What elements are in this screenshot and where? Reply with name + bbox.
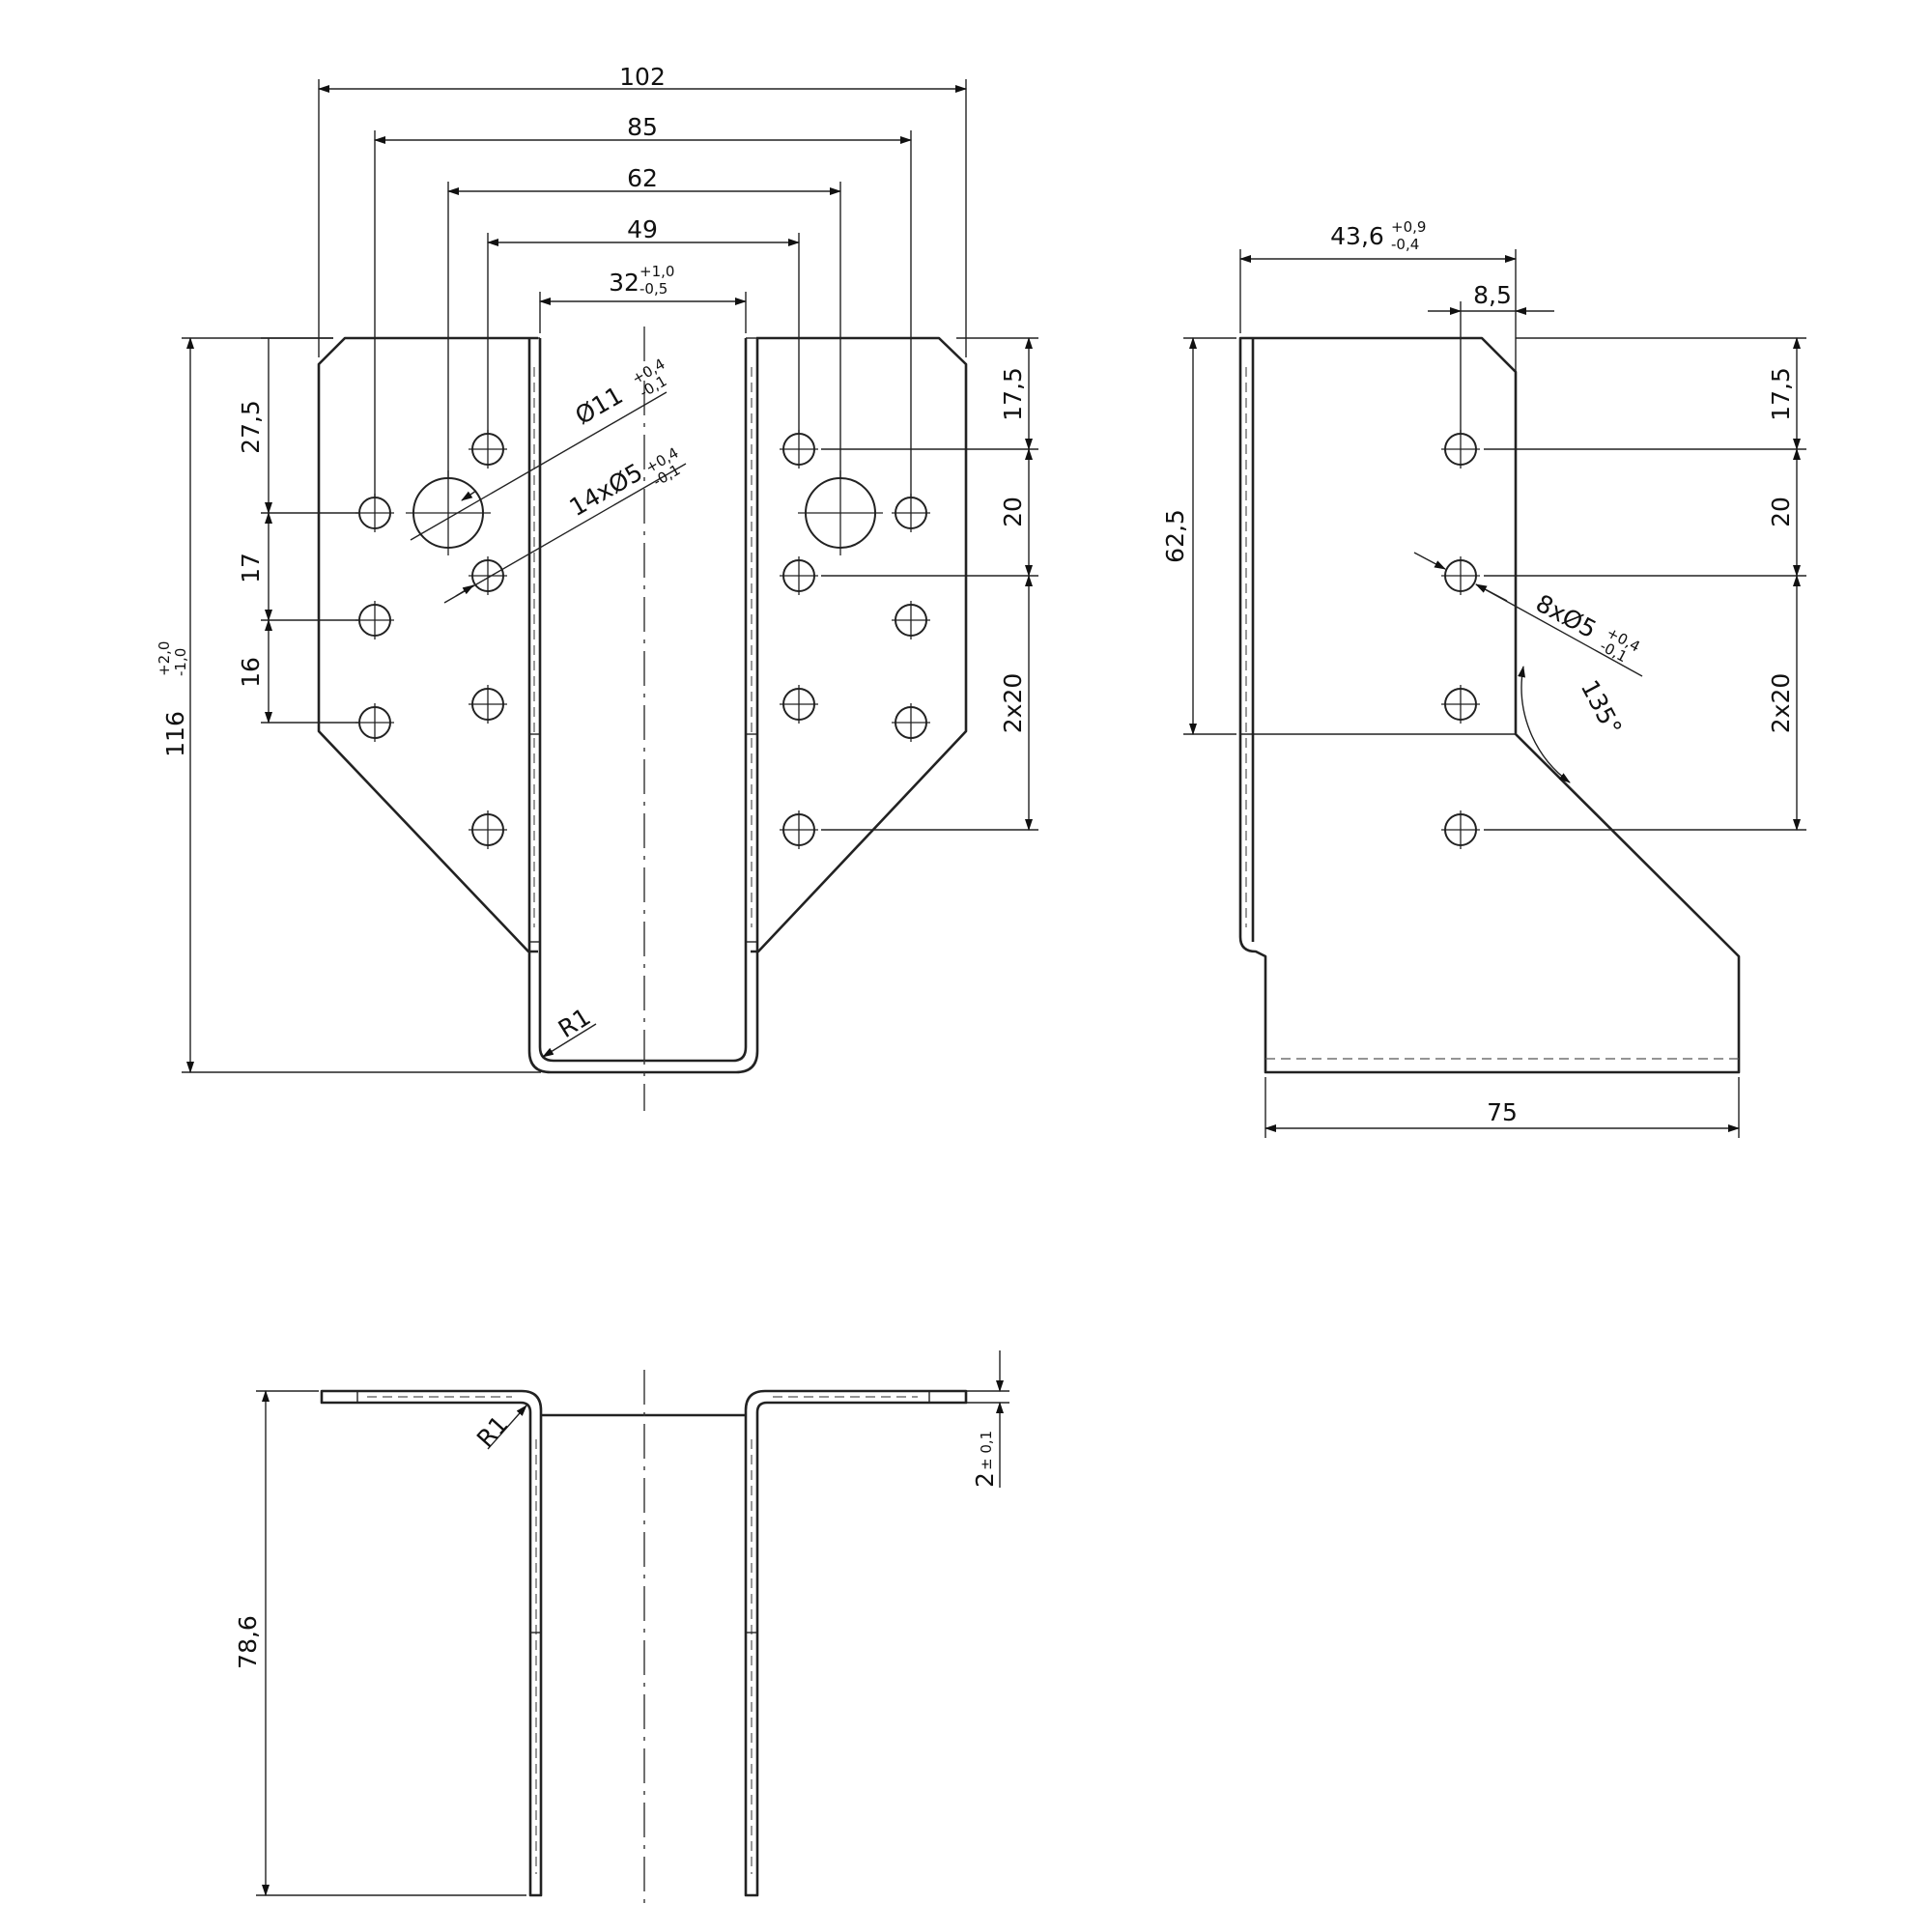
side-dim-20: 20 (1767, 497, 1795, 527)
dim-27-5: 27,5 (237, 400, 265, 454)
side-right-vertical-dims: 17,5 20 2x20 (1484, 337, 1806, 831)
side-width-tol-upper: +0,9 (1391, 218, 1426, 236)
dim-17-5: 17,5 (999, 367, 1027, 421)
front-u-channel (527, 338, 759, 1074)
side-angle-label: 135° (1576, 675, 1628, 740)
dim-116-tol-upper: +2,0 (156, 641, 173, 676)
dim-32-tol-upper: +1,0 (639, 263, 674, 280)
front-left-wing (317, 336, 538, 953)
dim-102: 102 (619, 63, 666, 91)
front-left-vertical-dims: 27,5 17 16 (237, 337, 359, 724)
side-height-dim: 62,5 (1161, 337, 1236, 735)
top-profile (320, 1389, 543, 1897)
dim-116-tol-lower: -1,0 (172, 648, 189, 676)
side-dim-2x20: 2x20 (1767, 673, 1795, 734)
top-thickness-dim: 2 ± 0,1 (966, 1350, 1009, 1488)
large-hole-label: Ø11 (571, 381, 628, 430)
dim-116: 116 (161, 711, 189, 757)
top-height-dim: 78,6 (234, 1390, 526, 1896)
front-width-dims: 102 85 62 49 32 +1,0 -0,5 (318, 63, 967, 497)
dim-49: 49 (627, 215, 658, 243)
side-view: 43,6 +0,9 -0,4 8,5 62,5 17,5 (1161, 218, 1806, 1138)
top-thickness-value: 2 (971, 1472, 999, 1488)
front-radius-label: R1 (554, 1003, 596, 1043)
front-height-dim: 116 +2,0 -1,0 (156, 337, 541, 1073)
side-dim-17-5: 17,5 (1767, 367, 1795, 421)
top-thickness-tol: ± 0,1 (978, 1431, 995, 1470)
top-view: 78,6 2 ± 0,1 R1 (234, 1350, 1009, 1908)
front-right-wing (751, 336, 968, 953)
dim-32: 32 (609, 269, 639, 297)
dim-62: 62 (627, 164, 658, 192)
dim-85: 85 (627, 113, 658, 141)
top-height: 78,6 (234, 1615, 262, 1669)
front-holes (355, 430, 930, 849)
side-width-tol-lower: -0,4 (1391, 236, 1419, 253)
small-holes-label: 14xØ5 (565, 458, 648, 522)
dim-16: 16 (237, 657, 265, 688)
dim-20: 20 (999, 497, 1027, 527)
top-radius-label: R1 (471, 1410, 514, 1453)
side-angle-dim: 135° (1518, 666, 1628, 783)
side-offset: 8,5 (1473, 281, 1512, 309)
side-bottom-dim: 75 (1264, 1077, 1740, 1138)
side-height: 62,5 (1161, 509, 1189, 563)
top-radius-callout: R1 (471, 1405, 527, 1453)
side-width-value: 43,6 (1330, 222, 1384, 250)
dim-32-tol-lower: -0,5 (639, 280, 668, 298)
side-holes (1441, 430, 1480, 849)
front-right-vertical-dims: 17,5 20 2x20 (821, 337, 1038, 831)
side-holes-label: 8xØ5 (1531, 589, 1601, 644)
dim-2x20: 2x20 (999, 673, 1027, 734)
side-bottom-width: 75 (1487, 1098, 1518, 1126)
side-width-dims: 43,6 +0,9 -0,4 8,5 (1239, 218, 1554, 434)
dim-17: 17 (237, 553, 265, 583)
front-view: 102 85 62 49 32 +1,0 -0,5 27,5 17 16 1 (156, 63, 1038, 1111)
side-profile (1238, 336, 1741, 1074)
